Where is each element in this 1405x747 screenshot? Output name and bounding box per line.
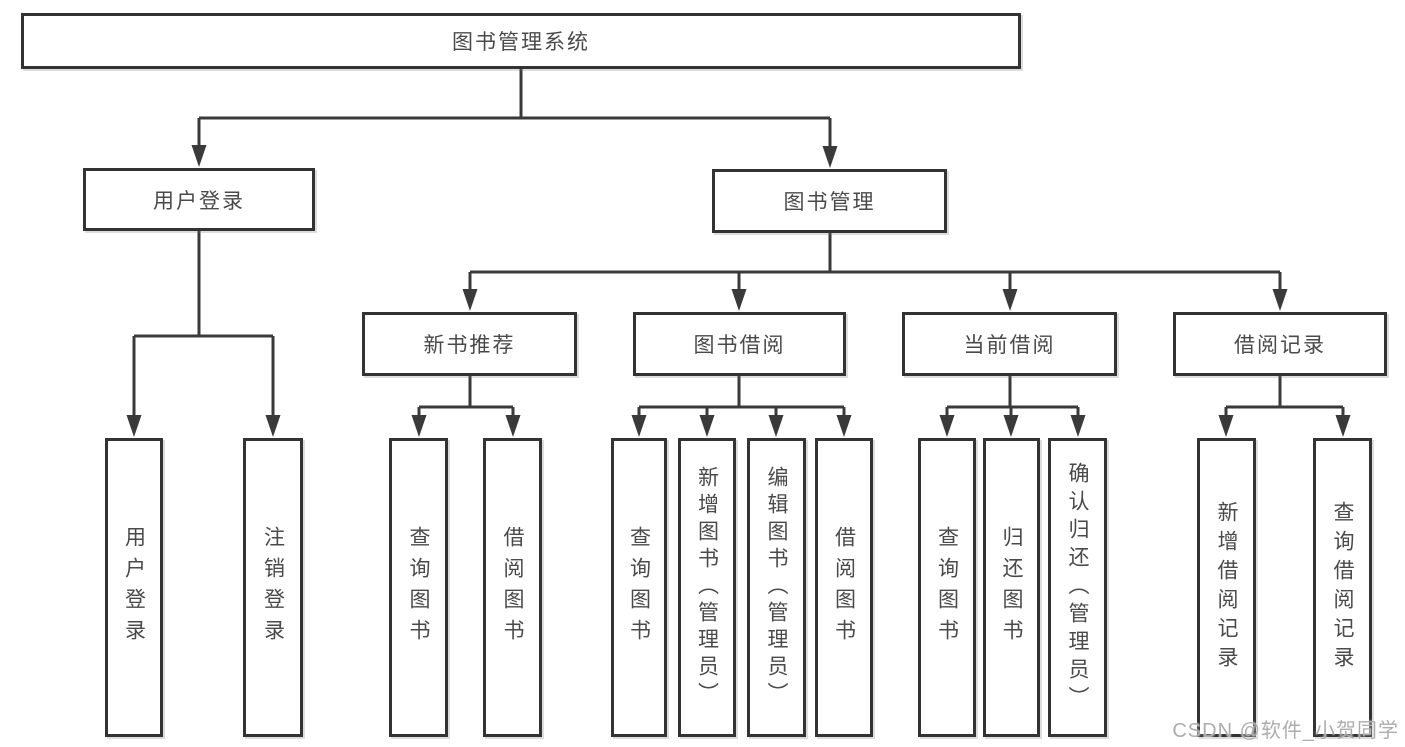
leaf-query-books-3: 查询图书 <box>918 438 976 737</box>
leaf-borrow-books-1: 借阅图书 <box>483 438 542 737</box>
leaf-confirm-return-admin: 确认归还（管理员） <box>1048 438 1107 737</box>
leaf-edit-books-admin: 编辑图书（管理员） <box>747 438 806 737</box>
node-current-borrowing: 当前借阅 <box>902 312 1117 376</box>
leaf-query-books-2: 查询图书 <box>611 438 667 737</box>
leaf-logout: 注销登录 <box>243 438 303 737</box>
node-book-borrowing: 图书借阅 <box>633 312 846 376</box>
node-library-management-system: 图书管理系统 <box>21 13 1021 69</box>
leaf-borrow-books-2: 借阅图书 <box>815 438 873 737</box>
leaf-add-books-admin: 新增图书（管理员） <box>678 438 736 737</box>
watermark-text: CSDN @软件_小贺同学 <box>1172 720 1399 742</box>
node-borrowing-records: 借阅记录 <box>1173 312 1387 376</box>
node-new-book-recommendation: 新书推荐 <box>362 312 577 376</box>
leaf-query-books-1: 查询图书 <box>389 438 448 737</box>
arrowheads <box>126 145 1351 437</box>
leaf-user-login: 用户登录 <box>105 438 163 737</box>
node-book-management: 图书管理 <box>712 169 947 233</box>
leaf-return-books: 归还图书 <box>983 438 1040 737</box>
leaf-add-borrow-record: 新增借阅记录 <box>1197 438 1256 737</box>
node-user-login: 用户登录 <box>83 168 315 231</box>
leaf-query-borrow-record: 查询借阅记录 <box>1313 438 1372 737</box>
